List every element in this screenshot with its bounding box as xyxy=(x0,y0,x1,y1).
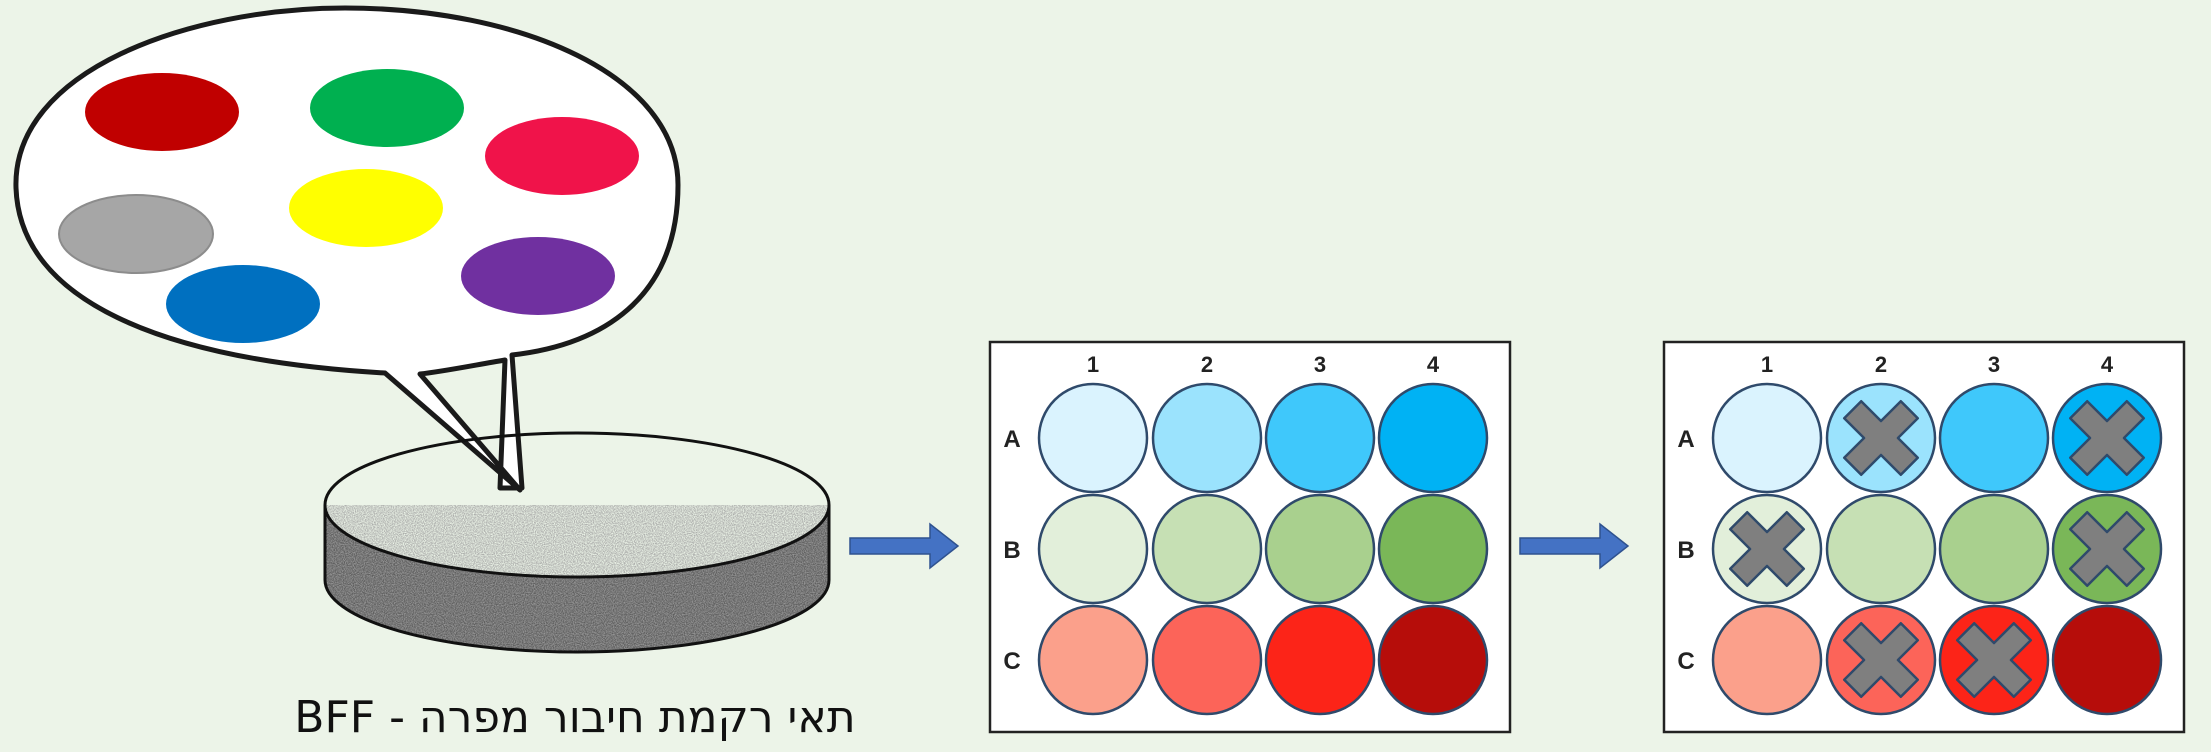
dish-rim xyxy=(323,431,831,579)
diagram-caption: תאי רקמת חיבור מפרה - BFF xyxy=(294,692,856,743)
row-label: B xyxy=(1677,537,1694,564)
column-label: 4 xyxy=(1427,352,1440,377)
cross-shape xyxy=(1842,399,1920,477)
bubble-dots xyxy=(58,69,639,343)
cross-shape xyxy=(1728,510,1806,588)
well xyxy=(1264,604,1376,716)
row-label: B xyxy=(1003,537,1020,564)
row-label: A xyxy=(1003,426,1020,453)
column-label: 1 xyxy=(1087,352,1099,377)
colored-dot xyxy=(58,194,214,274)
well xyxy=(1938,382,2050,494)
well xyxy=(2051,604,2163,716)
column-label: 4 xyxy=(2101,352,2114,377)
cross-mark-icon xyxy=(1955,621,2033,699)
well xyxy=(1264,382,1376,494)
well xyxy=(1377,493,1489,605)
cross-mark-icon xyxy=(1728,510,1806,588)
colored-dot xyxy=(485,117,639,195)
well xyxy=(1711,382,1823,494)
plate-initial: 1 2 3 4A B C xyxy=(988,340,1512,734)
colored-dot xyxy=(85,73,239,151)
cross-shape xyxy=(1955,621,2033,699)
well-plates: 1 2 3 4A B C 1 2 3 4A B C xyxy=(988,340,2186,734)
column-label: 2 xyxy=(1875,352,1887,377)
plate-selected: 1 2 3 4A B C xyxy=(1662,340,2186,734)
well xyxy=(1825,493,1937,605)
well xyxy=(1151,493,1263,605)
well xyxy=(1377,604,1489,716)
column-label: 3 xyxy=(1988,352,2000,377)
right-arrow-icon xyxy=(849,522,960,570)
arrow-plate-to-plate xyxy=(1519,522,1630,570)
cross-mark-icon xyxy=(1842,621,1920,699)
column-label: 1 xyxy=(1761,352,1773,377)
dish-wall xyxy=(323,505,831,654)
column-label: 3 xyxy=(1314,352,1326,377)
colored-dot xyxy=(289,169,443,247)
cross-mark-icon xyxy=(2068,510,2146,588)
petri-dish xyxy=(323,431,831,654)
row-label: A xyxy=(1677,426,1694,453)
right-arrow-icon xyxy=(1519,522,1630,570)
cross-shape xyxy=(2068,510,2146,588)
column-label: 2 xyxy=(1201,352,1213,377)
cell-culture-texture xyxy=(325,505,829,652)
well xyxy=(1264,493,1376,605)
well xyxy=(1037,604,1149,716)
cross-shape xyxy=(1842,621,1920,699)
well xyxy=(1037,382,1149,494)
well xyxy=(1151,382,1263,494)
well xyxy=(1938,493,2050,605)
colored-dot xyxy=(310,69,464,147)
well xyxy=(1151,604,1263,716)
cross-mark-icon xyxy=(1842,399,1920,477)
cross-mark-icon xyxy=(2068,399,2146,477)
well xyxy=(1037,493,1149,605)
row-label: C xyxy=(1677,648,1694,675)
speech-bubble xyxy=(13,5,681,493)
well xyxy=(1377,382,1489,494)
cross-shape xyxy=(2068,399,2146,477)
colored-dot xyxy=(461,237,615,315)
row-label: C xyxy=(1003,648,1020,675)
arrow-dish-to-plate xyxy=(849,522,960,570)
well xyxy=(1711,604,1823,716)
colored-dot xyxy=(166,265,320,343)
